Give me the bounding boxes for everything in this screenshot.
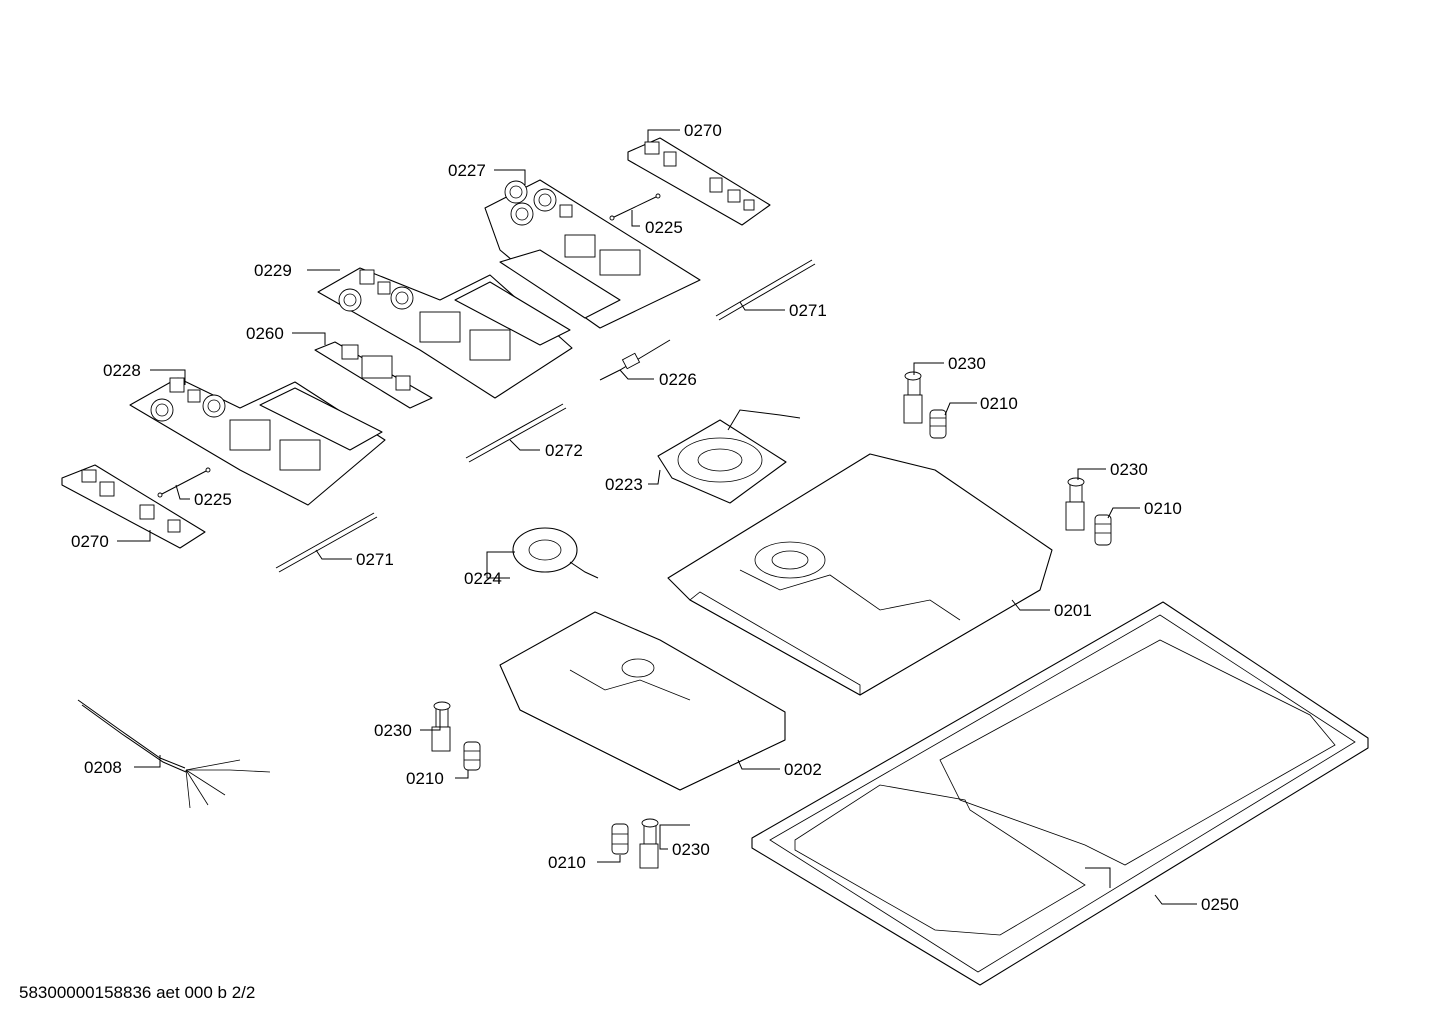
chassis-0202[interactable] <box>499 611 786 791</box>
callout-0270-left: 0270 <box>71 532 109 551</box>
callout-0227: 0227 <box>448 161 486 180</box>
foot-0230-c[interactable] <box>431 701 451 752</box>
board-0228[interactable] <box>129 377 386 506</box>
callout-0250: 0250 <box>1201 895 1239 914</box>
callout-0228: 0228 <box>103 361 141 380</box>
board-0270-left[interactable] <box>61 464 206 549</box>
foot-0230-b[interactable] <box>1065 477 1085 531</box>
spring-0210-d[interactable] <box>611 823 629 855</box>
callout-0225-left: 0225 <box>194 490 232 509</box>
callout-0260: 0260 <box>246 324 284 343</box>
frame-0250[interactable] <box>751 601 1369 986</box>
board-0227[interactable] <box>484 179 701 329</box>
callout-0223: 0223 <box>605 475 643 494</box>
callout-0210-d: 0210 <box>548 853 586 872</box>
document-footer: 58300000158836 aet 000 b 2/2 <box>19 983 255 1002</box>
callout-0230-d: 0230 <box>672 840 710 859</box>
board-0270-top[interactable] <box>627 137 771 226</box>
spring-0210-b[interactable] <box>1094 514 1112 546</box>
callout-0225-top: 0225 <box>645 218 683 237</box>
callout-0201: 0201 <box>1054 601 1092 620</box>
callout-0210-a: 0210 <box>980 394 1018 413</box>
foot-0230-a[interactable] <box>903 371 923 424</box>
callout-0208: 0208 <box>84 758 122 777</box>
board-0229[interactable] <box>317 267 573 399</box>
board-0260[interactable] <box>314 341 433 409</box>
callout-0230-c: 0230 <box>374 721 412 740</box>
callout-0230-b: 0230 <box>1110 460 1148 479</box>
fan-0224[interactable] <box>512 527 599 579</box>
spring-0210-c[interactable] <box>463 741 481 771</box>
callout-0271-left: 0271 <box>356 550 394 569</box>
foot-0230-d[interactable] <box>639 818 659 869</box>
callout-0230-a: 0230 <box>948 354 986 373</box>
wire-0225-top[interactable] <box>609 193 661 221</box>
power-cord-0208[interactable] <box>77 699 271 809</box>
wire-0225-left[interactable] <box>157 467 211 498</box>
callout-0271-right: 0271 <box>789 301 827 320</box>
chassis-0201[interactable] <box>667 453 1053 696</box>
callout-0202: 0202 <box>784 760 822 779</box>
cable-0271-left[interactable] <box>275 512 378 573</box>
cable-0271-right[interactable] <box>715 259 816 321</box>
cable-0226[interactable] <box>599 339 671 381</box>
callout-0270-top: 0270 <box>684 121 722 140</box>
callout-0210-c: 0210 <box>406 769 444 788</box>
callout-0210-b: 0210 <box>1144 499 1182 518</box>
callout-0229: 0229 <box>254 261 292 280</box>
callout-0226: 0226 <box>659 370 697 389</box>
spring-0210-a[interactable] <box>929 409 947 439</box>
leader-lines <box>117 129 1197 905</box>
callout-0224: 0224 <box>464 569 502 588</box>
fan-0223[interactable] <box>657 409 801 504</box>
callout-0272: 0272 <box>545 441 583 460</box>
cable-0272[interactable] <box>465 403 567 463</box>
